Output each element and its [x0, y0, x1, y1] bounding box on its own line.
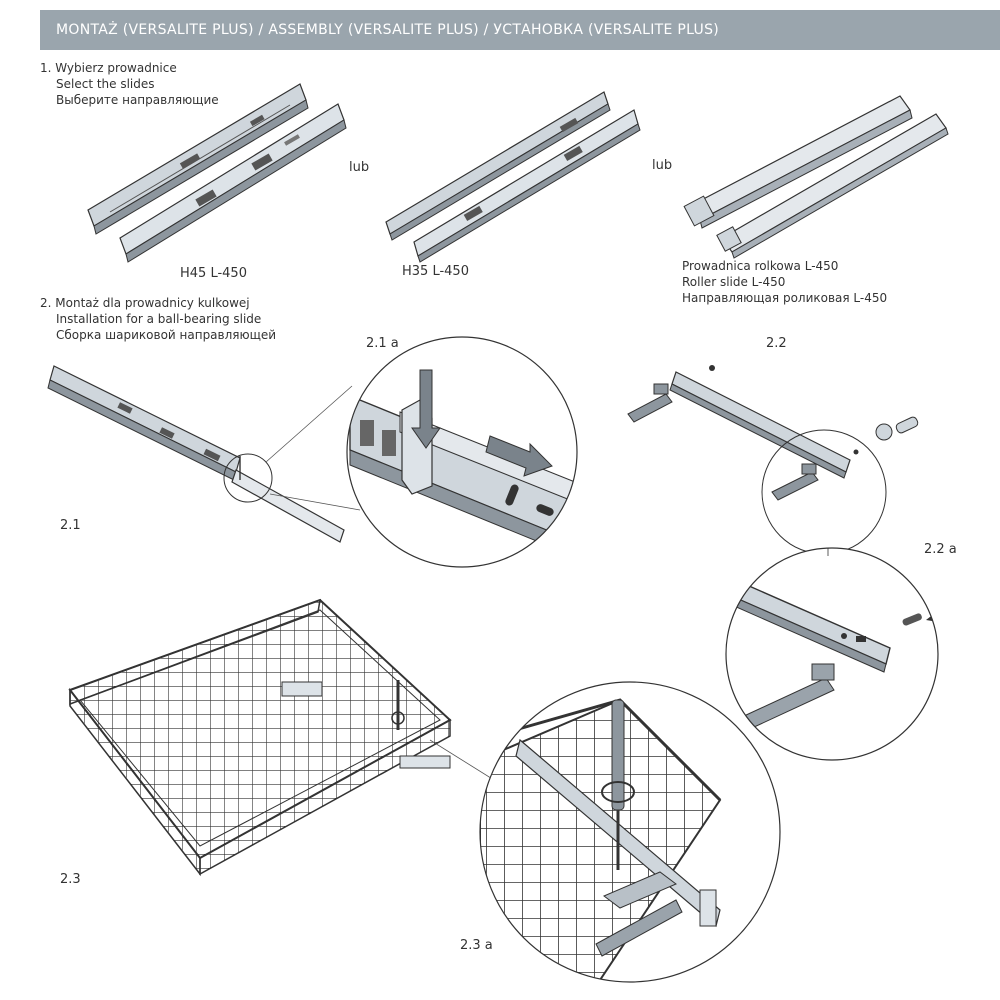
figure-2-1-label: 2.1: [60, 518, 81, 533]
or-label-2: lub: [652, 158, 673, 173]
section-header: MONTAŻ (VERSALITE PLUS) / ASSEMBLY (VERS…: [40, 10, 1000, 50]
roller-slide-en: Roller slide L-450: [682, 275, 786, 289]
detail-2-3a-illustration: [479, 681, 781, 983]
detail-2-1a-illustration: [346, 336, 578, 568]
figure-2-3-label: 2.3: [60, 872, 81, 887]
detail-2-2a-illustration: [725, 547, 939, 761]
step1-en: Select the slides: [56, 77, 155, 91]
roller-slide-illustration: [683, 95, 949, 259]
step2-title: 2. Montaż dla prowadnicy kulkowej: [40, 296, 250, 310]
figure-2-2a-label: 2.2 a: [924, 542, 957, 557]
basket-2-3-illustration: [68, 598, 511, 877]
option-h35-label: H35 L-450: [402, 264, 469, 279]
step1-title: 1. Wybierz prowadnice: [40, 61, 177, 75]
step2-ru: Сборка шариковой направляющей: [56, 328, 277, 342]
step1-ru: Выберите направляющие: [56, 93, 219, 107]
slide-h35-illustration: [385, 91, 641, 263]
section-title: MONTAŻ (VERSALITE PLUS) / ASSEMBLY (VERS…: [56, 22, 720, 38]
figure-2-2-label: 2.2: [766, 336, 787, 351]
step2-en: Installation for a ball-bearing slide: [56, 312, 262, 326]
slide-2-2-illustration: [627, 365, 919, 555]
slide-h45-illustration: [87, 83, 347, 263]
or-label-1: lub: [349, 160, 370, 175]
slide-2-1-illustration: [47, 365, 361, 543]
roller-slide-pl: Prowadnica rolkowa L-450: [682, 259, 839, 273]
figure-2-3a-label: 2.3 a: [460, 938, 493, 953]
figure-2-1a-label: 2.1 a: [366, 336, 399, 351]
option-h45-label: H45 L-450: [180, 266, 247, 281]
roller-slide-ru: Направляющая роликовая L-450: [682, 291, 888, 305]
